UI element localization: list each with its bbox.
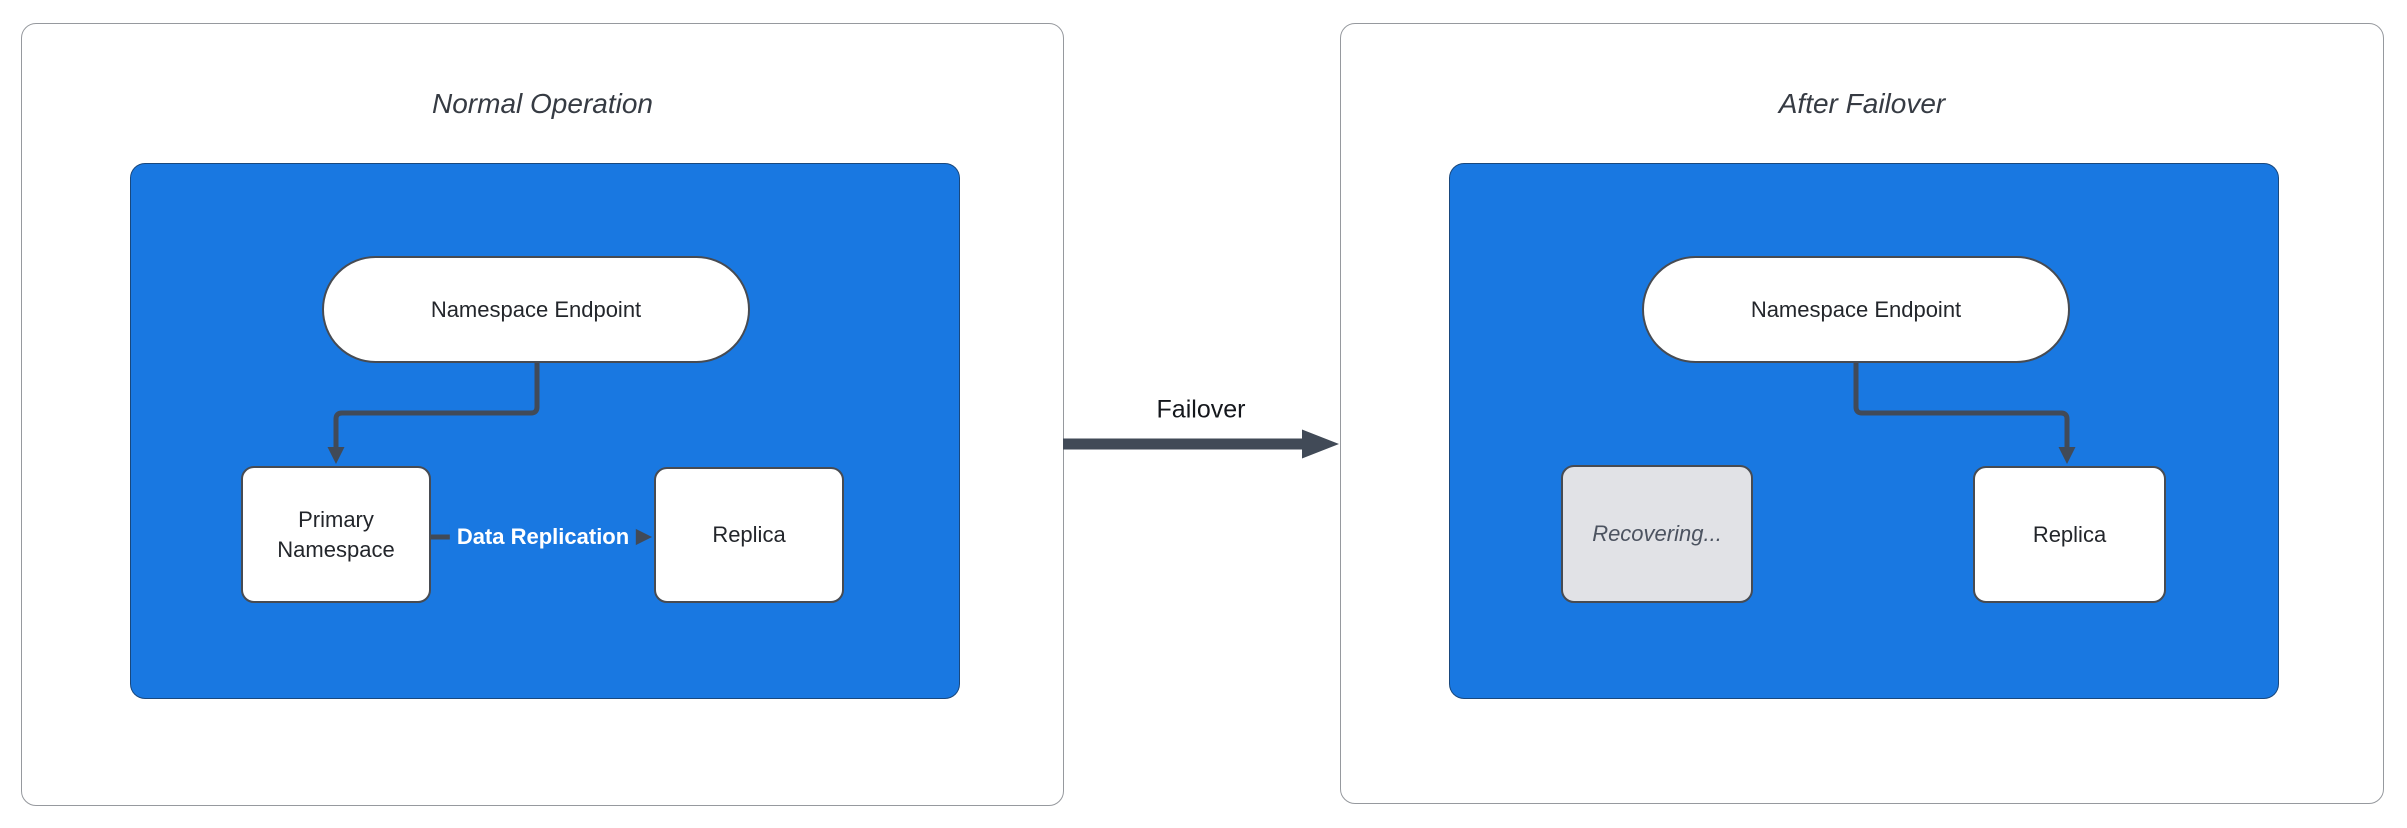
- edge-label-data-replication: Data Replication: [449, 522, 637, 552]
- node-label: Namespace Endpoint: [430, 296, 642, 322]
- node-primary-namespace: Primary Namespace: [241, 466, 431, 603]
- node-recovering: Recovering...: [1561, 465, 1753, 603]
- node-label: Recovering...: [1592, 521, 1722, 547]
- node-replica-right: Replica: [1973, 466, 2166, 603]
- node-namespace-endpoint-right: Namespace Endpoint: [1642, 256, 2070, 363]
- cluster-container-right: [1449, 163, 2279, 699]
- node-label: Primary Namespace: [277, 507, 395, 562]
- node-namespace-endpoint-left: Namespace Endpoint: [322, 256, 750, 363]
- transition-label-failover: Failover: [1156, 395, 1246, 424]
- panel-title-normal-operation: Normal Operation: [432, 88, 653, 119]
- cluster-container-left: [130, 163, 960, 699]
- panel-title-after-failover: After Failover: [1778, 88, 1946, 119]
- node-label: Replica: [712, 522, 786, 548]
- node-label: Replica: [2032, 521, 2107, 547]
- node-replica-left: Replica: [654, 467, 844, 603]
- failover-arrowhead-icon: [1302, 429, 1339, 459]
- node-label: Namespace Endpoint: [1750, 296, 1962, 322]
